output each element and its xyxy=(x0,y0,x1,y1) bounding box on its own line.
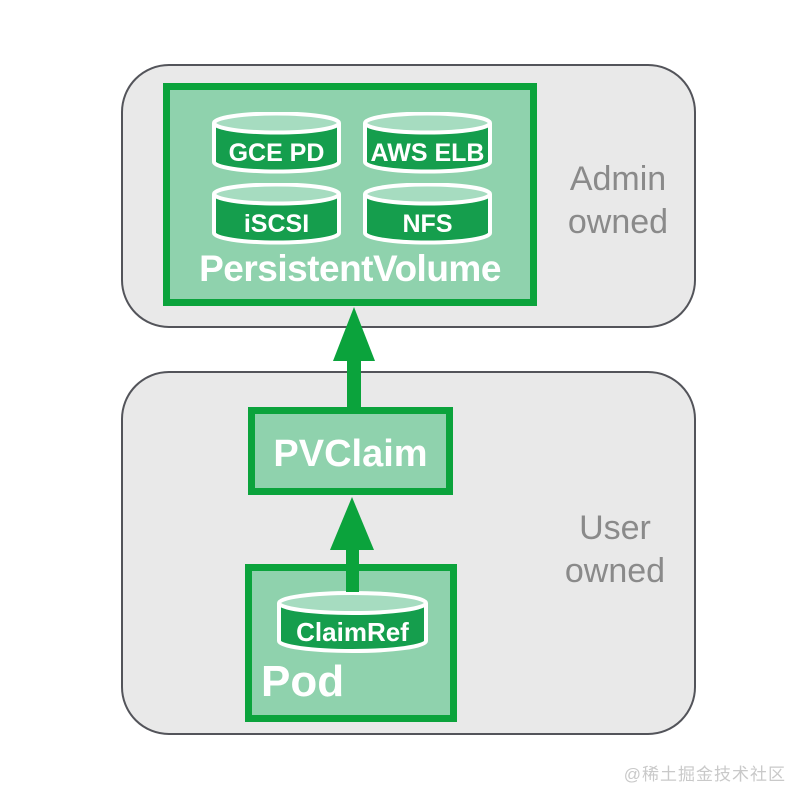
user-owned-label-line2: owned xyxy=(564,552,666,590)
aws-elb-cylinder-icon: AWS ELB xyxy=(361,111,494,179)
admin-owned-label-line1: Admin xyxy=(569,160,667,198)
user-owned-label-line1: User xyxy=(579,509,651,547)
cylinder-label: iSCSI xyxy=(244,210,309,238)
user-owned-label: User owned xyxy=(540,507,690,593)
arrow-head-icon xyxy=(333,307,375,361)
admin-owned-label-line2: owned xyxy=(567,203,669,241)
arrow-shaft xyxy=(347,357,361,407)
arrow-shaft xyxy=(346,546,359,592)
watermark: @稀土掘金技术社区 xyxy=(623,765,786,784)
admin-owned-label: Admin owned xyxy=(543,158,693,244)
pod-title: Pod xyxy=(261,657,345,706)
persistent-volume-title: PersistentVolume xyxy=(199,248,501,289)
pvclaim-title: PVClaim xyxy=(273,433,428,475)
iscsi-cylinder-icon: iSCSI xyxy=(210,182,343,250)
arrow-head-icon xyxy=(330,497,374,550)
pvclaim-box xyxy=(248,407,453,495)
claimref-cylinder-icon: ClaimRef xyxy=(275,591,430,659)
cylinder-label: AWS ELB xyxy=(371,139,485,167)
gce-pd-cylinder-icon: GCE PD xyxy=(210,111,343,179)
cylinder-label: ClaimRef xyxy=(296,617,409,647)
cylinder-label: NFS xyxy=(403,210,453,238)
nfs-cylinder-icon: NFS xyxy=(361,182,494,250)
cylinder-label: GCE PD xyxy=(229,139,325,167)
